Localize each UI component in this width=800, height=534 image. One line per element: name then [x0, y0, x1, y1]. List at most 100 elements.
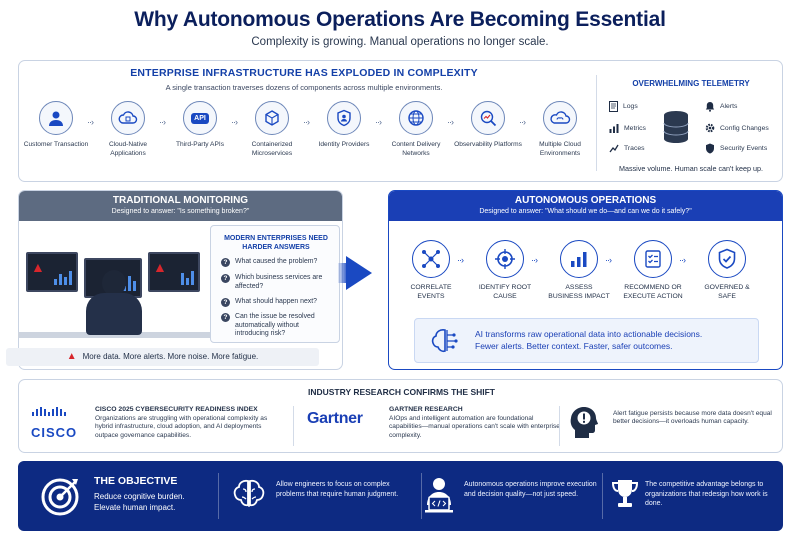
autonomous-step: IDENTIFY ROOT CAUSE [474, 240, 536, 301]
chain-node-label: Containerized Microservices [251, 141, 293, 157]
question-icon: ? [221, 298, 230, 307]
telemetry-item-traces: Traces [609, 143, 645, 153]
step-label: CORRELATE EVENTS [410, 284, 452, 300]
chain-node: Customer Transaction [21, 101, 91, 150]
container-icon [265, 110, 279, 126]
chain-arrow: ··› [303, 117, 310, 127]
infrastructure-subtitle: A single transaction traverses dozens of… [165, 83, 443, 92]
traditional-title: TRADITIONAL MONITORING [112, 195, 249, 206]
research-panel: INDUSTRY RESEARCH CONFIRMS THE SHIFT CIS… [18, 379, 783, 453]
autonomous-step: CORRELATE EVENTS [400, 240, 462, 301]
telemetry-label: Logs [623, 103, 638, 110]
question-item: ?Can the issue be resolved automatically… [221, 313, 333, 339]
objective-divider [421, 473, 422, 519]
monitor-screen: ▲ [148, 252, 200, 292]
research-title: INDUSTRY RESEARCH CONFIRMS THE SHIFT [307, 387, 495, 397]
cisco-logo: CISCO [31, 406, 77, 440]
question-icon: ? [221, 258, 230, 267]
telemetry-footer: Massive volume. Human scale can't keep u… [619, 164, 763, 173]
objective-item-1: Allow engineers to focus on complex prob… [276, 481, 399, 498]
questions-title: MODERN ENTERPRISES NEED HARDER ANSWERS [224, 235, 328, 251]
chain-node-label: Cloud-Native Applications [108, 141, 148, 157]
research-divider [293, 406, 294, 446]
chain-arrow: ··› [447, 117, 454, 127]
cisco-wordmark: CISCO [31, 425, 78, 440]
chain-node: Identity Providers [309, 101, 379, 150]
api-icon: API [191, 112, 209, 124]
step-label: GOVERNED & SAFE [704, 284, 750, 300]
objective-title: THE OBJECTIVE [94, 475, 178, 487]
step-arrow: ··› [679, 255, 686, 265]
telemetry-item-security-events: Security Events [705, 143, 767, 154]
ai-summary-box: AI transforms raw operational data into … [414, 318, 759, 363]
warning-icon: ▲ [66, 351, 77, 362]
step-label: IDENTIFY ROOT CAUSE [478, 284, 532, 300]
objective-line2: Elevate human impact. [94, 503, 176, 512]
objective-divider [602, 473, 603, 519]
multi-cloud-icon [550, 111, 571, 124]
head-alert-icon [570, 407, 598, 438]
chain-node: Multiple Cloud Environments [525, 101, 595, 158]
telemetry-item-config-changes: Config Changes [705, 123, 769, 133]
objective-divider [218, 473, 219, 519]
chain-node: Content Delivery Networks [381, 101, 451, 158]
chain-arrow: ··› [519, 117, 526, 127]
desk [18, 332, 213, 338]
bar-chart-icon [571, 252, 587, 267]
traditional-subtitle: Designed to answer: "Is something broken… [111, 208, 250, 215]
network-icon [422, 250, 440, 268]
database-icon [663, 111, 689, 143]
chain-arrow: ··› [87, 117, 94, 127]
cloud-icon [118, 111, 138, 124]
step-arrow: ··› [531, 255, 538, 265]
checklist-icon [645, 250, 661, 268]
objective-band: THE OBJECTIVE Reduce cognitive burden. E… [18, 461, 783, 531]
infrastructure-title: ENTERPRISE INFRASTRUCTURE HAS EXPLODED I… [130, 67, 478, 79]
ai-summary-line1: AI transforms raw operational data into … [475, 329, 703, 339]
telemetry-label: Traces [624, 144, 645, 152]
trophy-icon [611, 480, 639, 507]
gartner-text: AIOps and intelligent automation are fou… [389, 415, 560, 439]
person-icon [49, 111, 63, 126]
chain-node-label: Content Delivery Networks [391, 141, 441, 157]
warning-icon: ▲ [153, 259, 167, 275]
traditional-header: TRADITIONAL MONITORING Designed to answe… [19, 191, 342, 221]
chain-arrow: ··› [231, 117, 238, 127]
chain-node: API Third-Party APIs [165, 101, 235, 150]
traditional-footer: ▲More data. More alerts. More noise. Mor… [6, 348, 319, 366]
shield-icon [706, 143, 714, 154]
step-arrow: ··› [457, 255, 464, 265]
identity-shield-icon [337, 109, 351, 127]
telemetry-label: Security Events [720, 145, 768, 152]
bell-icon [705, 102, 715, 112]
chain-node: Cloud-Native Applications [93, 101, 163, 158]
chain-node-label: Multiple Cloud Environments [539, 141, 581, 157]
telemetry-title: OVERWHELMING TELEMETRY [632, 79, 750, 88]
autonomous-title: AUTONOMOUS OPERATIONS [514, 195, 657, 206]
chain-node: Observability Platforms [453, 101, 523, 150]
chain-node-label: Identity Providers [318, 141, 370, 148]
telemetry-label: Alerts [720, 103, 738, 110]
magnifier-chart-icon [480, 110, 497, 127]
chain-node-label: Customer Transaction [23, 141, 89, 148]
globe-icon [408, 110, 424, 126]
operator-head [102, 270, 126, 296]
question-text: Which business services are affected? [235, 274, 323, 290]
cisco-text: Organizations are struggling with operat… [95, 415, 268, 439]
telemetry-item-metrics: Metrics [609, 123, 646, 133]
question-item: ?What should happen next? [221, 298, 333, 307]
autonomous-header: AUTONOMOUS OPERATIONS Designed to answer… [389, 191, 782, 221]
gartner-logo: Gartner [307, 410, 363, 427]
question-item: ?Which business services are affected? [221, 274, 333, 291]
telemetry-item-logs: Logs [609, 101, 638, 112]
trace-icon [609, 144, 619, 153]
chain-node-label: Observability Platforms [454, 141, 522, 148]
brain-circuit-icon [431, 329, 458, 353]
autonomous-step: ASSESS BUSINESS IMPACT [548, 240, 610, 301]
operator-body [86, 293, 142, 335]
transition-arrow [346, 256, 372, 290]
shield-check-icon [718, 248, 736, 269]
autonomous-step: GOVERNED & SAFE [696, 240, 758, 301]
document-icon [609, 101, 618, 112]
target-icon [495, 249, 515, 269]
